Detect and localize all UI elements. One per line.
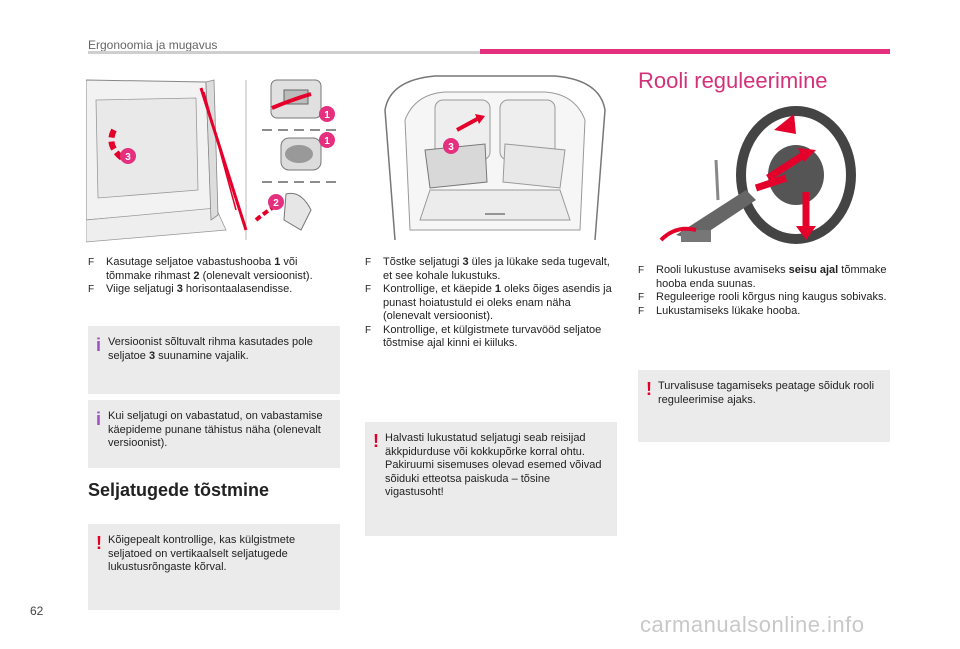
info-text: Versioonist sõltuvalt rihma kasutades po… xyxy=(108,336,313,362)
warning-box-col1: ! Kõigepealt kontrollige, kas külgistmet… xyxy=(88,524,340,610)
bullet-mark: F xyxy=(365,284,372,295)
label-2: 2 xyxy=(273,198,279,209)
seat-fold-illustration: 3 1 1 2 xyxy=(86,70,342,246)
info-box-2: i Kui seljatugi on vabastatud, on vabast… xyxy=(88,400,340,468)
trunk-illustration: 3 xyxy=(375,70,615,248)
warning-text: Turvalisuse tagamiseks peatage sõiduk ro… xyxy=(658,380,875,406)
steering-wheel-illustration xyxy=(656,100,856,250)
header-rule-grey xyxy=(88,51,480,54)
section-title: Seljatugede tõstmine xyxy=(88,480,270,500)
watermark: carmanualsonline.info xyxy=(640,612,865,637)
info-box-1: i Versioonist sõltuvalt rihma kasutades … xyxy=(88,326,340,394)
label-1b: 1 xyxy=(324,136,330,147)
info-text: Kui seljatugi on vabastatud, on vabastam… xyxy=(108,410,323,449)
warning-icon: ! xyxy=(96,533,102,553)
warning-text: Halvasti lukustatud seljatugi seab reisi… xyxy=(385,432,602,498)
header-title: Ergonoomia ja mugavus xyxy=(88,38,218,52)
bullet-mark: F xyxy=(88,257,95,268)
bullet-mark: F xyxy=(638,305,645,317)
info-icon: i xyxy=(96,409,102,429)
bullet-mark: F xyxy=(365,257,372,268)
bullet-mark: F xyxy=(365,324,372,336)
label-3: 3 xyxy=(125,152,131,163)
label-1: 1 xyxy=(324,110,330,121)
warning-text: Kõigepealt kontrollige, kas külgistmete … xyxy=(108,534,296,573)
bullet-mark: F xyxy=(638,265,645,276)
info-icon: i xyxy=(96,335,102,355)
warning-box-col2: ! Halvasti lukustatud seljatugi seab rei… xyxy=(365,422,617,536)
warning-icon: ! xyxy=(373,431,379,451)
header-rule-accent xyxy=(480,49,890,54)
bullet-mark: F xyxy=(638,292,645,303)
page-number: 62 xyxy=(30,604,44,618)
steering-section-title: Rooli reguleerimine xyxy=(638,68,828,93)
bullet-mark: F xyxy=(88,284,95,295)
label-3-trunk: 3 xyxy=(448,142,454,153)
warning-icon: ! xyxy=(646,379,652,399)
warning-box-col3: ! Turvalisuse tagamiseks peatage sõiduk … xyxy=(638,370,890,442)
